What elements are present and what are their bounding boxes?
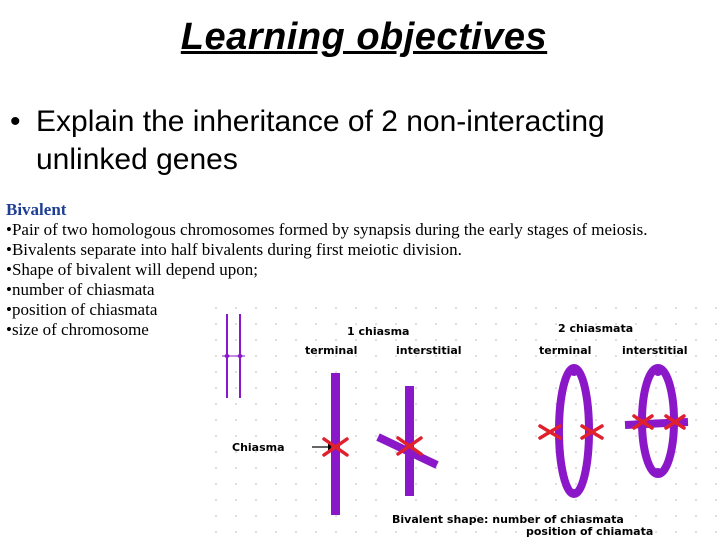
bivalent-line-position: •position of chiasmata [6,300,158,319]
chiasma-x-mark [632,414,654,430]
bivalent-line-number: •number of chiasmata [6,280,155,299]
label-terminal-two: terminal [539,344,591,357]
slide-title: Learning objectives [180,16,548,58]
bivalent-shapes-figure: 1 chiasma 2 chiasmata terminal interstit… [210,300,728,546]
bivalent-line-shape: •Shape of bivalent will depend upon; [6,260,258,279]
label-one-chiasma: 1 chiasma [347,325,409,338]
bivalent-line-size: •size of chromosome [6,320,149,339]
bivalent-line-separation: •Bivalents separate into half bivalents … [6,240,462,259]
homologous-pair-diagram [222,314,245,398]
bivalent-heading: Bivalent [6,200,67,219]
bivalent-line-definition: •Pair of two homologous chromosomes form… [6,220,648,239]
dot-grid [215,307,717,533]
label-interstitial-one: interstitial [396,344,462,357]
chiasma-x-mark [396,436,423,456]
label-two-chiasmata: 2 chiasmata [558,322,633,335]
bivalent-terminal-two-chiasmata [538,364,604,498]
label-interstitial-two: interstitial [622,344,688,357]
chiasma-x-mark [664,414,686,430]
learning-objective: • Explain the inheritance of 2 non-inter… [10,103,700,179]
chiasma-x-mark [538,424,562,440]
bivalent-notes: Bivalent •Pair of two homologous chromos… [6,200,722,340]
chiasma-x-mark [322,437,349,457]
bivalent-interstitial-two-chiasmata [624,364,689,478]
label-chiasma: Chiasma [232,441,285,454]
chiasma-x-mark [580,424,604,440]
bivalent-terminal-one-chiasma [322,373,349,515]
objective-text: Explain the inheritance of 2 non-interac… [36,105,605,176]
label-terminal-one: terminal [305,344,357,357]
bivalent-interstitial-one-chiasma [376,386,439,496]
caption-line-two: position of chiamata [526,525,653,538]
objective-bullet: • [10,105,21,138]
caption-line-one: Bivalent shape: number of chiasmata [392,513,624,526]
